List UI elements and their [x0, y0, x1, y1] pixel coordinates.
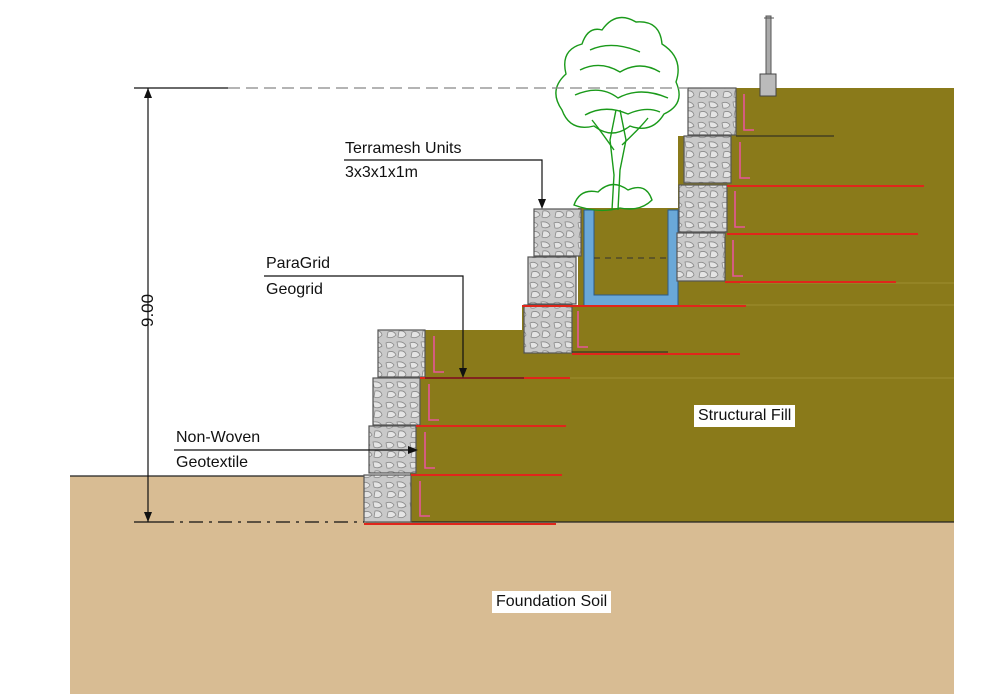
leader-lines: [174, 159, 546, 454]
nonwoven-label-line2: Geotextile: [176, 454, 249, 471]
gabion-unit: [523, 304, 573, 354]
gabion-unit: [683, 135, 732, 184]
geogrid-layers: [364, 135, 924, 525]
gabion-unit: [678, 184, 728, 233]
tree-icon: [555, 16, 680, 212]
gabion-unit: [377, 329, 426, 378]
height-dimension: [134, 87, 688, 523]
terramesh-label-line2: 3x3x1x1m: [345, 164, 418, 181]
height-dimension-label: 9.00: [138, 293, 157, 327]
paragrid-label-line1: ParaGrid: [266, 255, 331, 272]
foundation-soil-label: Foundation Soil: [492, 591, 612, 613]
gabion-unit: [533, 208, 582, 257]
structural-fill-label: Structural Fill: [694, 405, 796, 427]
gabion-unit: [372, 377, 421, 426]
paragrid-label-line2: Geogrid: [266, 281, 323, 298]
gabion-unit: [363, 474, 412, 523]
gabion-units: [363, 87, 737, 523]
nonwoven-label-line1: Non-Woven: [176, 429, 261, 446]
geotextile-wraps: [419, 94, 754, 517]
terramesh-label-line1: Terramesh Units: [345, 140, 462, 157]
gabion-unit: [676, 232, 726, 282]
gabion-unit: [687, 87, 737, 136]
fence-post: [759, 15, 777, 97]
gabion-unit: [527, 256, 577, 305]
